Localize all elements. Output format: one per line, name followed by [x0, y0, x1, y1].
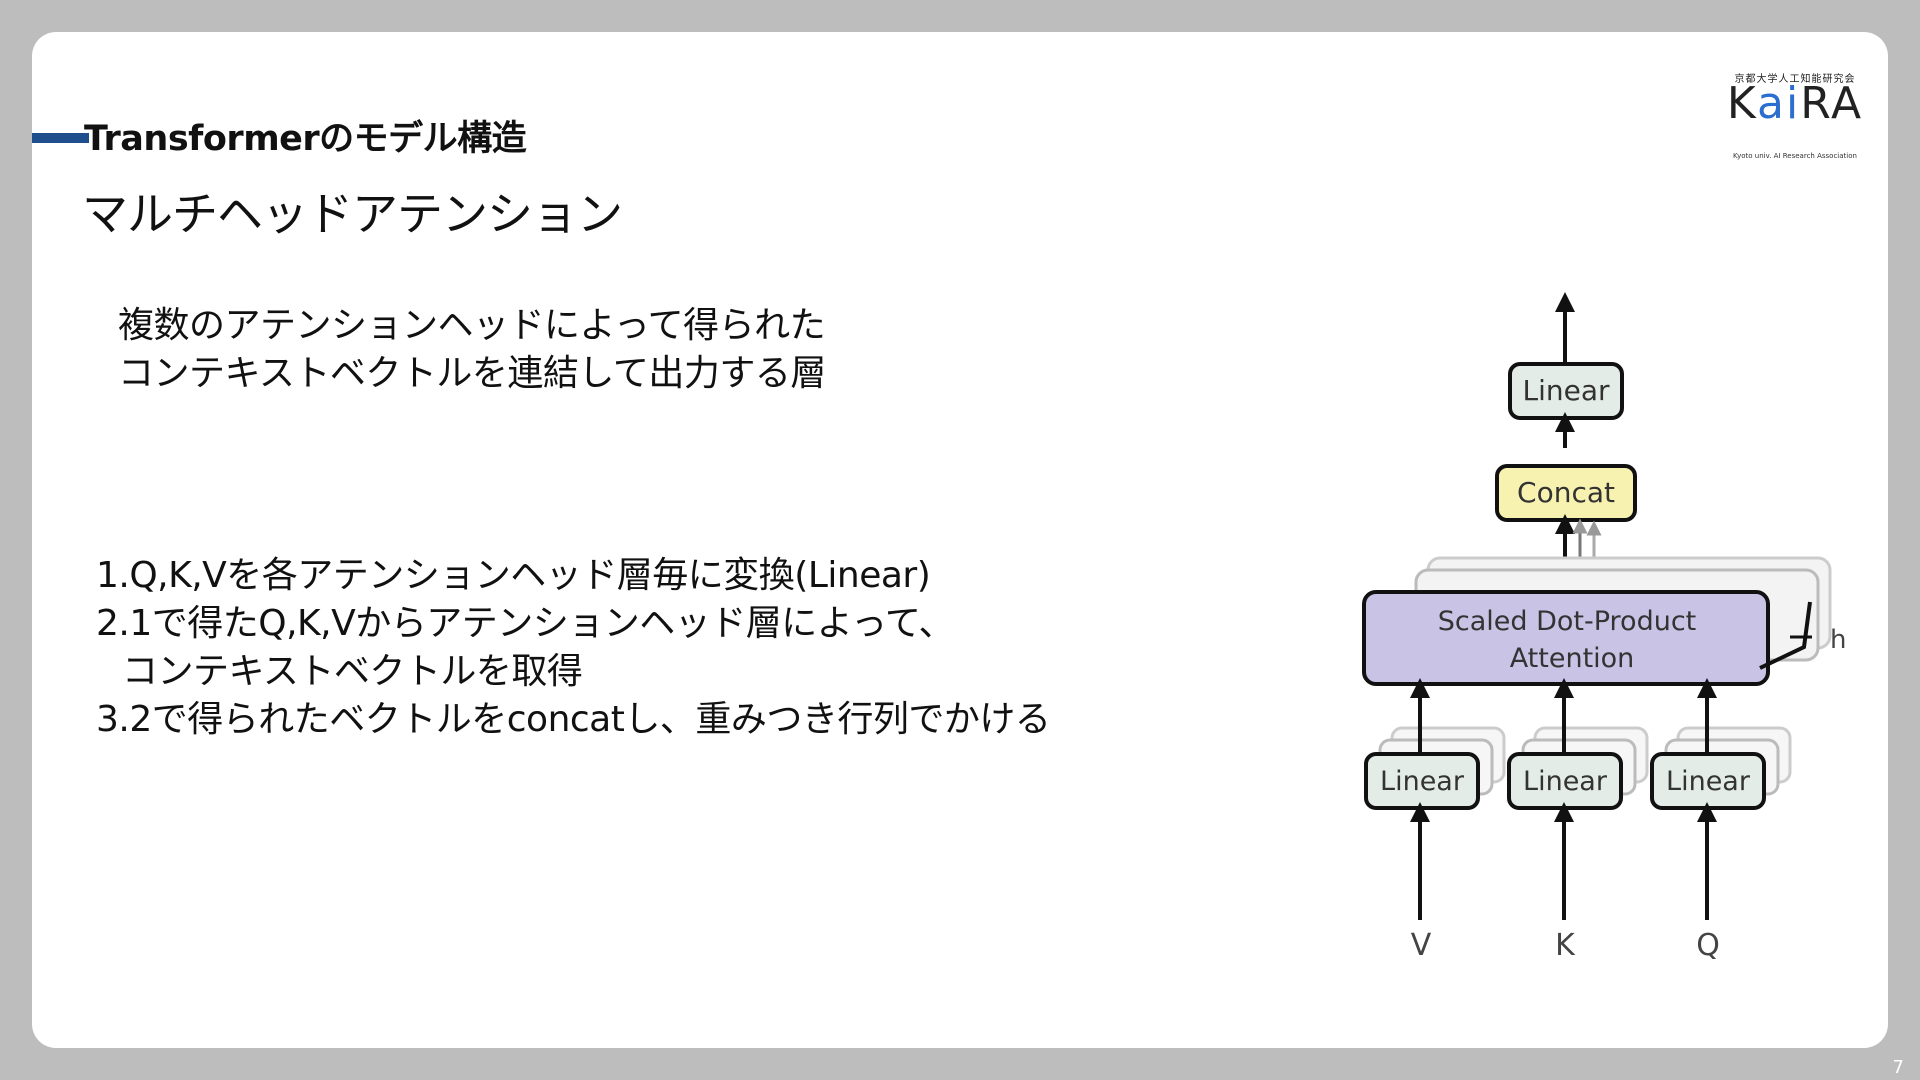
steps-list: 1.Q,K,Vを各アテンションヘッド層毎に変換(Linear) 2.1で得たQ,… [96, 552, 1051, 744]
concat-label: Concat [1517, 476, 1615, 509]
input-column-k: Linear K [1507, 678, 1649, 963]
logo-name: KaiRA [1720, 78, 1870, 129]
input-linear-label: Linear [1523, 766, 1608, 797]
step-item: コンテキストベクトルを取得 [122, 651, 583, 692]
slide: Transformerのモデル構造 マルチヘッドアテンション 京都大学人工知能研… [32, 32, 1888, 1048]
input-label-v: V [1411, 928, 1432, 963]
top-linear-label: Linear [1522, 374, 1610, 407]
slide-title: マルチヘッドアテンション [82, 187, 623, 241]
head-label: h [1830, 625, 1846, 655]
page-number: 7 [1892, 1057, 1904, 1078]
step-item: 3.2で得られたベクトルをconcatし、重みつき行列でかける [96, 699, 1051, 740]
attention-label-line1: Scaled Dot-Product [1438, 606, 1697, 637]
multihead-attention-diagram: Linear Concat Scaled Dot-Product Attenti… [1362, 292, 1846, 963]
input-label-q: Q [1696, 928, 1720, 963]
logo-top-text: 京都大学人工知能研究会 [1734, 74, 1856, 85]
description-line: 複数のアテンションヘッドによって得られた [118, 305, 826, 346]
logo-name-ai: ai [1757, 78, 1801, 129]
attention-label-line2: Attention [1510, 643, 1635, 674]
input-column-q: Linear Q [1650, 678, 1792, 963]
input-linear-label: Linear [1666, 766, 1751, 797]
description-line: コンテキストベクトルを連結して出力する層 [118, 353, 826, 394]
description: 複数のアテンションヘッドによって得られた コンテキストベクトルを連結して出力する… [118, 302, 826, 398]
logo-name-ra: RA [1800, 78, 1864, 129]
input-linear-label: Linear [1380, 766, 1465, 797]
accent-bar [32, 133, 89, 143]
input-column-v: Linear V [1364, 678, 1506, 963]
input-label-k: K [1555, 928, 1576, 963]
logo-sub-text: Kyoto univ. AI Research Association [1733, 152, 1857, 160]
section-title: Transformerのモデル構造 [84, 119, 527, 159]
logo-name-k: K [1726, 78, 1757, 129]
kaira-logo: 京都大学人工知能研究会 KaiRA Kyoto univ. AI Researc… [1720, 70, 1870, 160]
head-bracket [1759, 601, 1812, 670]
step-item: 2.1で得たQ,K,Vからアテンションヘッド層によって、 [96, 603, 955, 644]
step-item: 1.Q,K,Vを各アテンションヘッド層毎に変換(Linear) [96, 555, 931, 596]
